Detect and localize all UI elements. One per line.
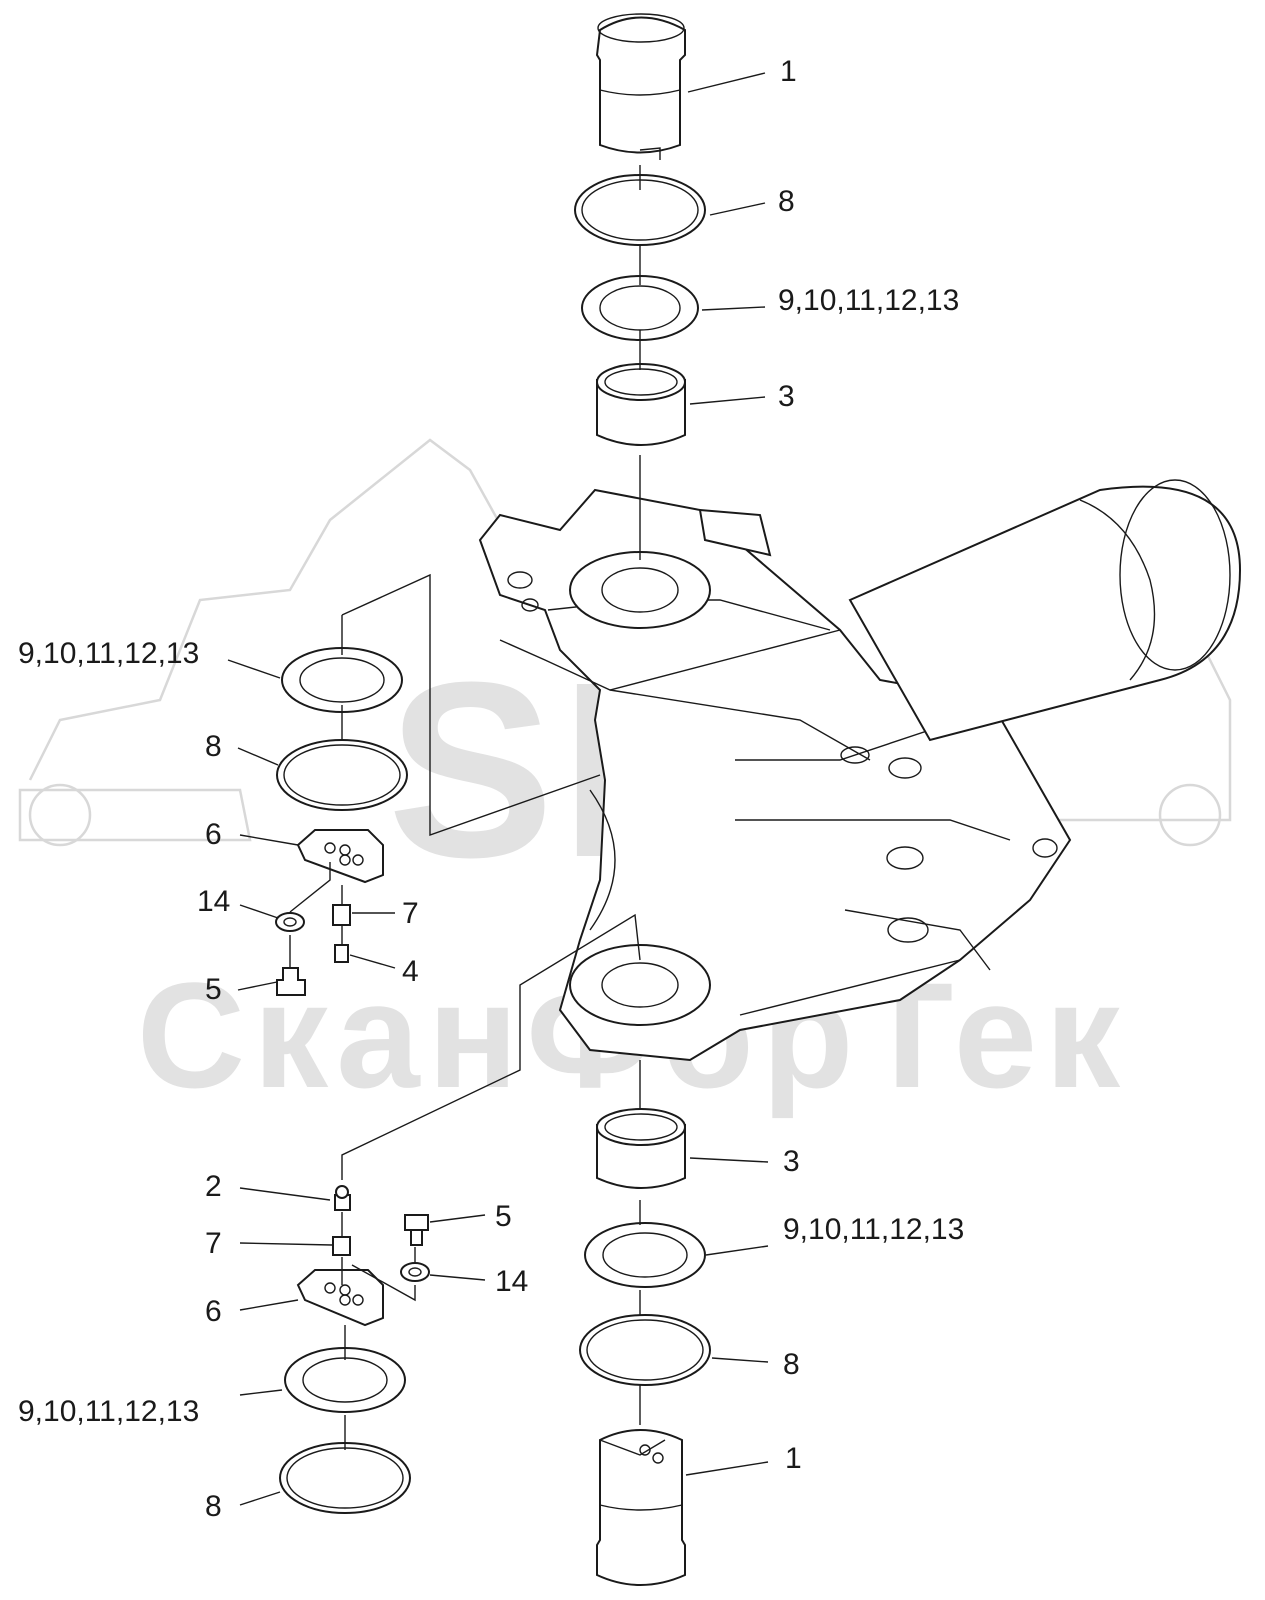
callout-8-bottom: 8 (783, 1348, 800, 1381)
callout-2-bottom: 2 (205, 1170, 222, 1203)
callout-9-13-bottom: 9,10,11,12,13 (783, 1213, 965, 1246)
axle-knuckle-housing (478, 479, 1242, 1062)
callout-7-bottom: 7 (205, 1227, 222, 1260)
king-pin-bottom (596, 1429, 686, 1586)
adapter-left-upper (332, 904, 351, 926)
king-pin-top (595, 13, 686, 160)
bolt-left-upper (276, 967, 306, 996)
bushing-bottom (596, 1108, 686, 1189)
callout-leaders (227, 72, 769, 1506)
grease-nipple-bottom (334, 1185, 351, 1211)
shim-washer-bottom (584, 1222, 706, 1288)
callout-7-left: 7 (402, 897, 419, 930)
callout-9-13-top: 9,10,11,12,13 (778, 284, 960, 317)
callout-8-top: 8 (778, 185, 795, 218)
seal-ring-bottom-left (279, 1442, 411, 1514)
grease-nipple-left (334, 944, 349, 963)
callout-1-top: 1 (780, 55, 797, 88)
seal-ring-left-upper (276, 739, 408, 811)
callout-1-bottom: 1 (785, 1442, 802, 1475)
callout-5-left: 5 (205, 973, 222, 1006)
washer-bottom (400, 1262, 430, 1282)
lock-plate-left-upper (296, 829, 384, 884)
callout-3-bottom: 3 (783, 1145, 800, 1178)
callout-3-top: 3 (778, 380, 795, 413)
bushing-top (596, 363, 686, 446)
callout-6-left: 6 (205, 818, 222, 851)
callout-14-bottom: 14 (495, 1265, 529, 1298)
lock-plate-bottom (296, 1269, 384, 1327)
adapter-bottom (332, 1236, 351, 1256)
callout-6-bottom: 6 (205, 1295, 222, 1328)
bolt-bottom (404, 1214, 429, 1246)
callout-8-left: 8 (205, 730, 222, 763)
callout-4-left: 4 (402, 955, 419, 988)
callout-8-bottom-left: 8 (205, 1490, 222, 1523)
callout-5-bottom: 5 (495, 1200, 512, 1233)
callout-9-13-bottom-left: 9,10,11,12,13 (18, 1395, 200, 1428)
watermark-silhouette (18, 438, 1232, 847)
seal-ring-bottom (579, 1314, 711, 1386)
washer-left-upper (275, 912, 305, 932)
callout-14-left: 14 (197, 885, 231, 918)
callout-9-13-left: 9,10,11,12,13 (18, 637, 200, 670)
shim-washer-left-upper (281, 647, 403, 713)
